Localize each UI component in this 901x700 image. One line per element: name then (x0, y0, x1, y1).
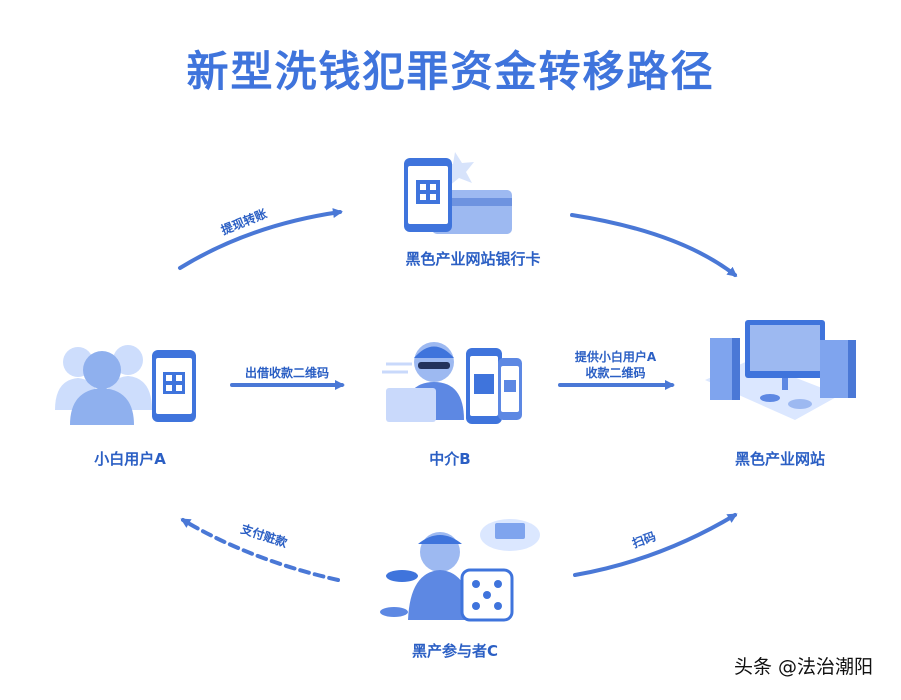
node-website-label: 黑色产业网站 (734, 450, 825, 468)
gambler-icon (380, 519, 540, 622)
edge-provide-qr-line2: 收款二维码 (585, 366, 646, 380)
watermark: 头条 @法治潮阳 (733, 656, 873, 678)
arrow-bank-to-website (570, 213, 738, 277)
website-server-icon (705, 320, 856, 420)
arrow-withdraw (178, 208, 343, 270)
node-middleman-b-label: 中介B (429, 450, 471, 468)
edge-lend-qr-label: 出借收款二维码 (232, 365, 342, 381)
node-participant-c-label: 黑产参与者C (411, 642, 498, 660)
hacker-icon (382, 342, 522, 424)
bank-card-icon (404, 152, 512, 234)
arrow-scan (573, 513, 738, 577)
node-user-a-label: 小白用户A (94, 450, 166, 468)
edge-provide-qr-line1: 提供小白用户A (574, 350, 657, 364)
diagram-title: 新型洗钱犯罪资金转移路径 (186, 47, 715, 96)
node-bank-card-label: 黑色产业网站银行卡 (405, 250, 541, 268)
edge-lend-qr-text: 出借收款二维码 (244, 366, 329, 380)
qr-phone-icon (152, 350, 196, 422)
users-icon (55, 345, 152, 425)
arrow-pay-stolen (180, 518, 340, 582)
edge-provide-qr-label: 提供小白用户A 收款二维码 (558, 349, 673, 381)
